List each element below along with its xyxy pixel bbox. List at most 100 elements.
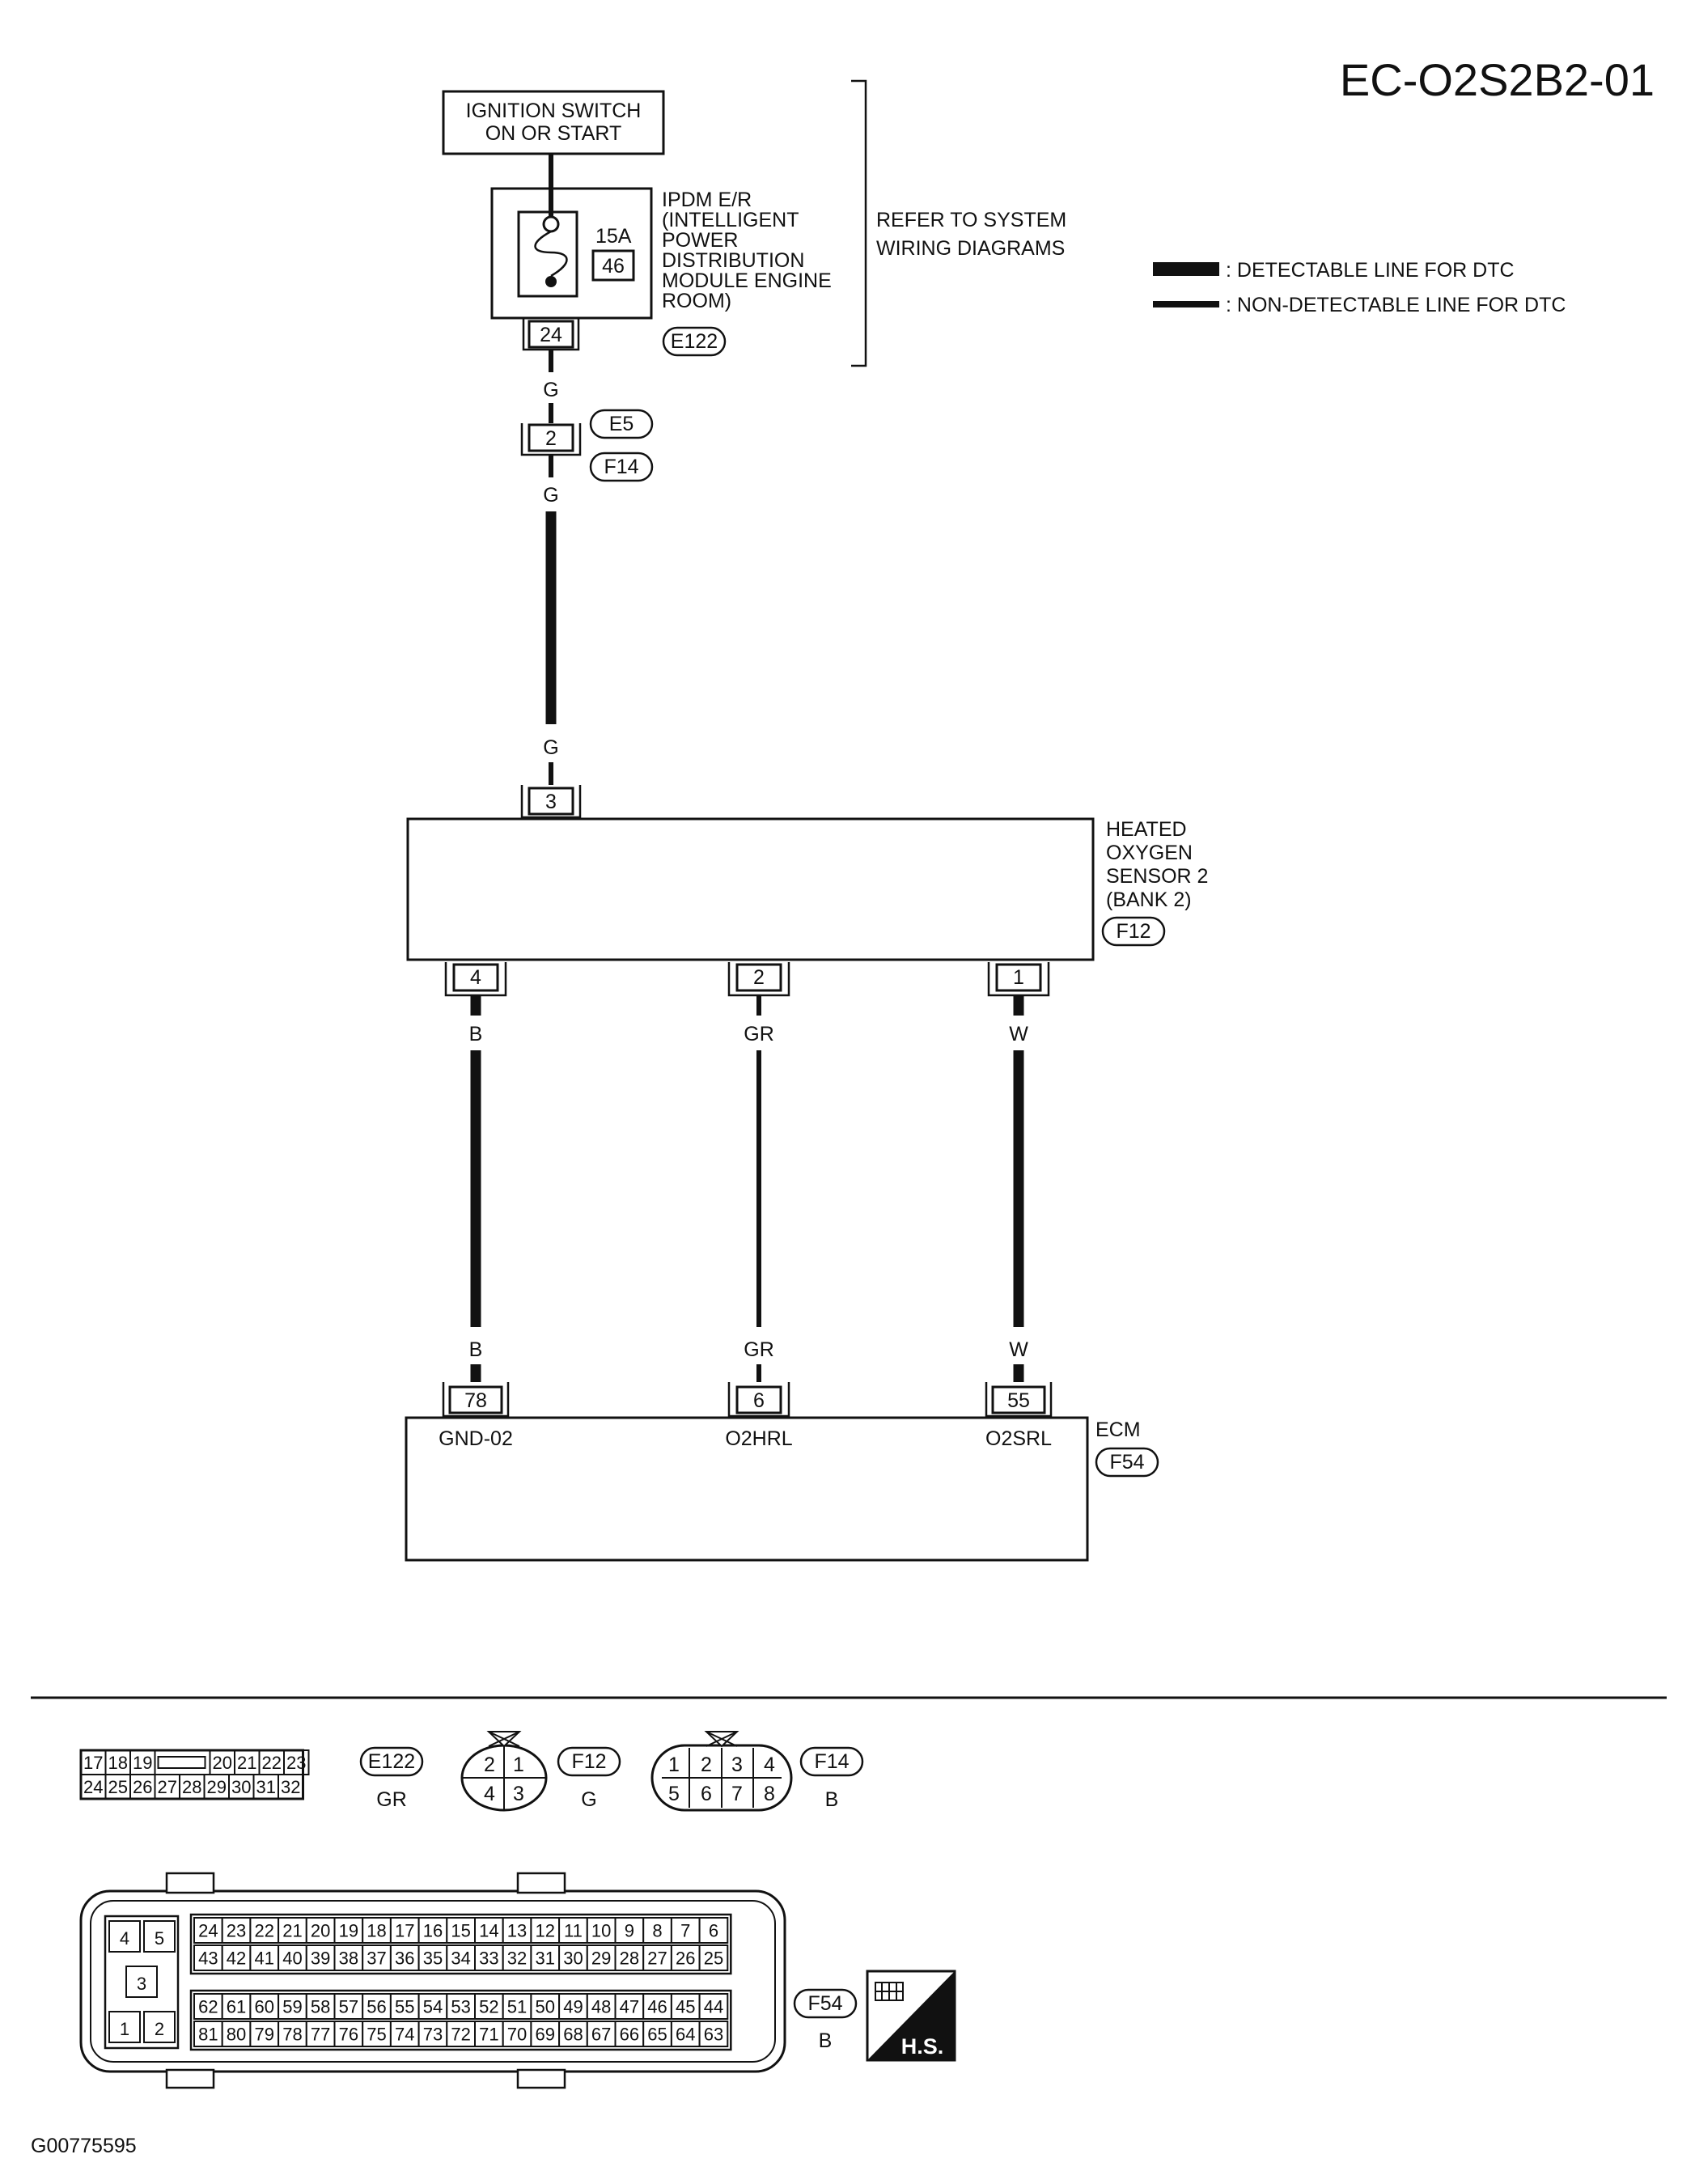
f54-pin-63: 63 [704, 2025, 723, 2045]
f54-view-id-badge [793, 1988, 858, 2019]
e122-pin-31: 31 [256, 1777, 276, 1797]
f54-pin-60: 60 [255, 1997, 274, 2017]
f54-pin-18: 18 [367, 1921, 386, 1941]
terminal-24: 24 [522, 318, 580, 351]
junction-connector: 2 E5 F14 [520, 409, 654, 482]
f54-pin-20: 20 [311, 1921, 330, 1941]
f54-pin-58-box [305, 1993, 336, 2020]
f54-pin-66: 66 [620, 2025, 639, 2045]
ipdm-label-3: POWER [662, 229, 738, 252]
f54-pin-17-box [389, 1917, 420, 1944]
ipdm-module: 15A 46 IPDM E/R (INTELLIGENT POWER DISTR… [490, 187, 832, 357]
f54-pin-67: 67 [591, 2025, 611, 2045]
f54-pin-26-box [670, 1944, 701, 1971]
f12-latch-icon [486, 1731, 522, 1748]
f54-pin-30: 30 [563, 1949, 583, 1969]
e122-pin-32: 32 [281, 1777, 300, 1797]
f54-pin-35: 35 [423, 1949, 443, 1969]
ecm-label: ECM [1095, 1419, 1141, 1441]
f54-pin-43: 43 [198, 1949, 218, 1969]
f54-pin-68: 68 [563, 2025, 583, 2045]
f54-latch-top-2 [516, 1872, 566, 1894]
refer-note-line1: REFER TO SYSTEM [876, 209, 1066, 231]
ecm-module: GND-02 O2HRL O2SRL ECM F54 [405, 1416, 1159, 1562]
f54-pin-18-box [362, 1917, 392, 1944]
ipdm-label-2: (INTELLIGENT [662, 209, 799, 231]
f54-pin-48: 48 [591, 1997, 611, 2017]
f54-pin-78-box [278, 2021, 307, 2047]
harness-icon [875, 1982, 904, 2001]
image-code: G00775595 [31, 2135, 137, 2157]
f54-pin-45-box [670, 1993, 701, 2020]
sensor-terminal-3: 3 [520, 785, 582, 819]
wire-color-gr-1: GR [744, 1023, 774, 1045]
wire-color-b-2: B [469, 1338, 483, 1361]
f54-pin-80: 80 [227, 2025, 246, 2045]
junction-terminal-label: 2 [545, 427, 557, 450]
f54-pin-44-box [698, 1993, 729, 2020]
f54-pin-73-box [417, 2021, 448, 2047]
f54-pin-38: 38 [339, 1949, 358, 1969]
f54-pin-40: 40 [282, 1949, 302, 1969]
f54-pin-61-box [221, 1993, 252, 2020]
f54-grid-lower [189, 1989, 732, 2051]
f54-pin-61: 61 [227, 1997, 246, 2017]
sensor-label-2: OXYGEN [1106, 842, 1193, 864]
f54-latch-bottom-1 [165, 2068, 215, 2089]
wire-color-g-3: G [543, 736, 558, 759]
f54-pin-79: 79 [255, 2025, 274, 2045]
f54-pin-81: 81 [198, 2025, 218, 2045]
legend-non-detectable-swatch [1153, 301, 1219, 307]
fuse-icon [534, 230, 568, 278]
wire-color-gr-2: GR [744, 1338, 774, 1361]
ipdm-label-6: ROOM) [662, 290, 731, 312]
ipdm-connector-id: E122 [671, 330, 718, 353]
e122-pin-27: 27 [158, 1777, 177, 1797]
sensor-terminal-2: 2 [727, 962, 790, 997]
f12-view-id-badge [557, 1746, 621, 1777]
ecm-terminal-6-label: 6 [753, 1389, 765, 1412]
e122-view-id: E122 [368, 1750, 415, 1773]
f54-pin-3: 3 [137, 1974, 146, 1994]
ecm-terminal-55: 55 [985, 1382, 1053, 1418]
f54-pin-52: 52 [479, 1997, 498, 2017]
f14-pin-4: 4 [764, 1754, 775, 1776]
f54-view-color: B [819, 2029, 833, 2052]
f54-pin-77-box [305, 2021, 336, 2047]
f54-pin-55: 55 [395, 1997, 414, 2017]
sensor-out-terminal-1: 4 [470, 966, 481, 989]
ipdm-label-5: MODULE ENGINE [662, 269, 832, 292]
e122-view-id-badge [359, 1746, 424, 1777]
f54-pin-76-box [333, 2021, 364, 2047]
sensor-label-1: HEATED [1106, 818, 1187, 841]
f54-pin-8: 8 [652, 1921, 662, 1941]
f54-pin-15: 15 [451, 1921, 470, 1941]
f54-pin-78: 78 [282, 2025, 302, 2045]
f54-pin-9: 9 [625, 1921, 634, 1941]
f54-pin-72: 72 [451, 2025, 470, 2045]
f54-pin-77: 77 [311, 2025, 330, 2045]
f54-view-id: F54 [807, 1992, 842, 2015]
f12-pin-b: 1 [513, 1754, 524, 1776]
e122-pin-28-box [179, 1774, 206, 1800]
f54-pin-63-box [698, 2021, 729, 2047]
ipdm-connector-badge [662, 326, 727, 357]
f54-pin-10: 10 [591, 1921, 611, 1941]
e122-pin-26-box [129, 1774, 156, 1800]
f54-pin-4: 4 [120, 1928, 129, 1949]
f54-pin-71-box [474, 2021, 504, 2047]
f54-pin-47: 47 [620, 1997, 639, 2017]
f54-pin-21: 21 [282, 1921, 302, 1941]
f54-pin-32: 32 [507, 1949, 527, 1969]
wire-color-g-2: G [543, 484, 558, 507]
f54-pin-5-box [143, 1920, 176, 1953]
e122-pin-25: 25 [108, 1777, 128, 1797]
f54-pin-24-box [193, 1917, 223, 1944]
e122-pin-19: 19 [133, 1753, 152, 1773]
f14-latch-icon [704, 1731, 739, 1748]
f54-pin-42: 42 [227, 1949, 246, 1969]
heated-oxygen-sensor: HEATED OXYGEN SENSOR 2 (BANK 2) F12 [406, 817, 1208, 961]
e122-pin-22: 22 [262, 1753, 282, 1773]
